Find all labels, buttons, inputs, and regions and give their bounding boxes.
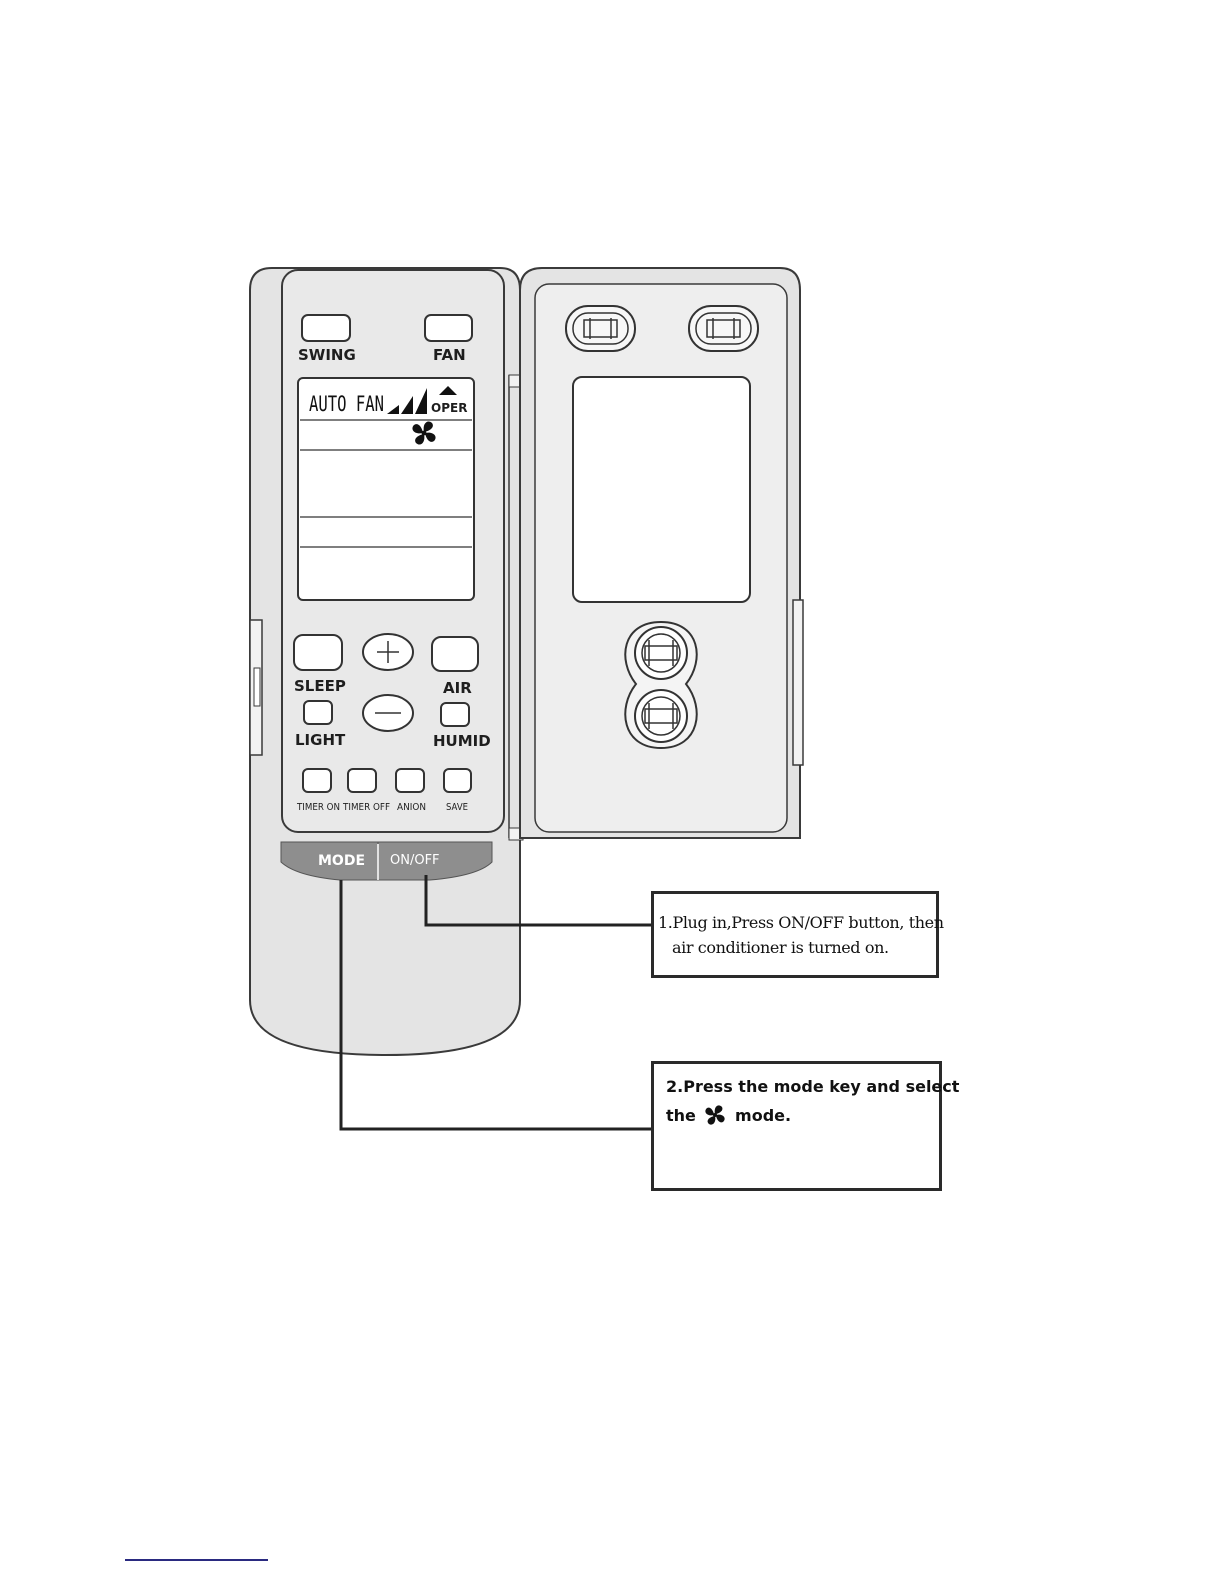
on-off-label: ON/OFF [390,853,440,868]
timer-on-label: TIMER ON [296,802,340,813]
save-label: SAVE [446,802,468,813]
swing-label: SWING [298,346,356,364]
auto-fan-text: AUTO FAN [309,392,384,416]
step2-line2-prefix: the [666,1106,696,1125]
screw-holes-icon [625,622,696,748]
step1-line2: air conditioner is turned on. [658,935,944,960]
air-label: AIR [443,679,472,697]
top-left-clip-icon [566,306,635,351]
timer-off-label: TIMER OFF [342,802,390,813]
timer-off-button[interactable] [348,769,376,792]
anion-button[interactable] [396,769,424,792]
step1-line1: 1.Plug in,Press ON/OFF button, then [658,910,944,935]
top-right-clip-icon [689,306,758,351]
footer-rule [125,1559,268,1561]
fan-label: FAN [433,346,466,364]
humid-button[interactable] [441,703,469,726]
sleep-button[interactable] [294,635,342,670]
fan-button[interactable] [425,315,472,341]
light-label: LIGHT [295,731,346,749]
fan-icon [703,1105,727,1125]
step1-callout: 1.Plug in,Press ON/OFF button, then air … [651,891,939,978]
step2-line2-suffix: mode. [735,1106,791,1125]
swing-button[interactable] [302,315,350,341]
step2-callout: 2.Press the mode key and select the mode… [651,1061,942,1191]
step2-line1: 2.Press the mode key and select [666,1072,959,1101]
light-button[interactable] [304,701,332,724]
battery-cover [520,268,803,838]
anion-label: ANION [397,802,426,813]
timer-on-button[interactable] [303,769,331,792]
humid-label: HUMID [433,732,491,750]
save-button[interactable] [444,769,471,792]
sleep-label: SLEEP [294,677,346,695]
oper-label: OPER [431,401,467,415]
air-button[interactable] [432,637,478,671]
mode-label: MODE [318,853,365,869]
